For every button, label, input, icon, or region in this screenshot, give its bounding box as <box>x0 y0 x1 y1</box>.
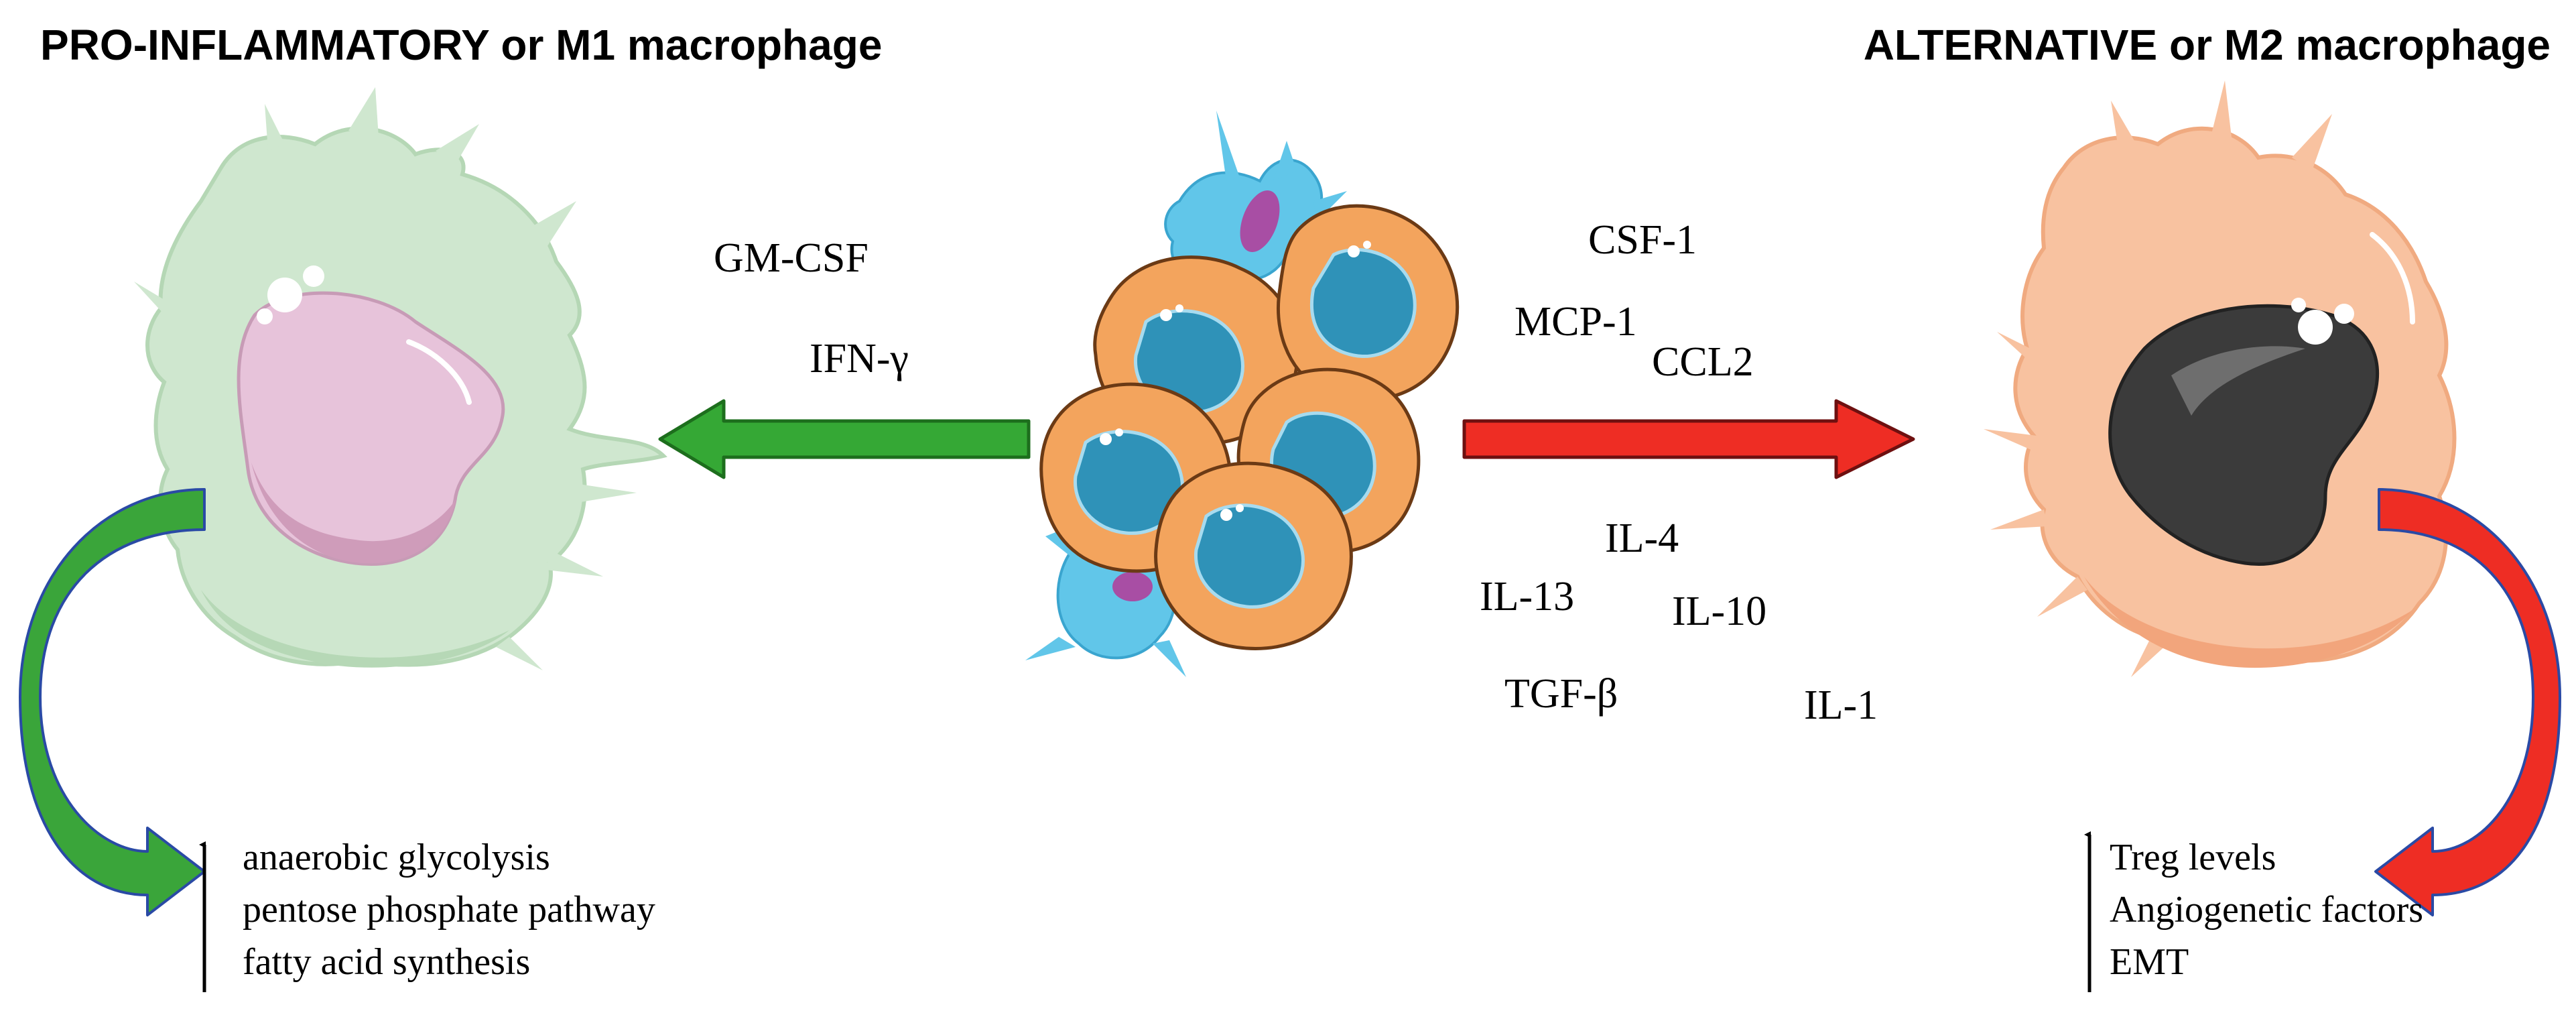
m2-macrophage-icon <box>1984 80 2457 677</box>
curved-red-arrow <box>2374 488 2561 916</box>
cytokine-il-1: IL-1 <box>1804 682 1878 728</box>
cytokine-il-10: IL-10 <box>1672 589 1767 634</box>
red-arrow-to-m2 <box>1462 399 1915 479</box>
m2-effect-item: Angiogenetic factors <box>2110 889 2424 931</box>
m1-effect-item: fatty acid synthesis <box>243 941 531 983</box>
m2-title: ALTERNATIVE or M2 macrophage <box>1863 21 2551 69</box>
m2-effect-item: Treg levels <box>2110 837 2276 878</box>
tumor-cluster-icon <box>1025 111 1460 677</box>
cytokine-ifn-gamma: IFN-γ <box>810 336 909 381</box>
green-arrow-to-m1 <box>658 399 1031 479</box>
m1-effects-list: anaerobic glycolysis pentose phosphate p… <box>243 831 655 988</box>
cytokine-tgf-beta: TGF-β <box>1504 671 1618 717</box>
m1-effect-item: pentose phosphate pathway <box>243 889 655 931</box>
cytokine-il-4: IL-4 <box>1605 516 1679 561</box>
cytokine-mcp-1: MCP-1 <box>1515 299 1637 345</box>
m2-effects-list: Treg levels Angiogenetic factors EMT <box>2110 831 2423 988</box>
cytokine-csf-1: CSF-1 <box>1588 217 1697 263</box>
curved-green-arrow <box>19 488 206 916</box>
m1-effect-item: anaerobic glycolysis <box>243 837 550 878</box>
cytokine-ccl2: CCL2 <box>1652 339 1754 385</box>
m1-title: PRO-INFLAMMATORY or M1 macrophage <box>40 21 883 69</box>
m1-macrophage-icon <box>134 87 667 670</box>
cytokine-il-13: IL-13 <box>1480 574 1575 619</box>
m2-effect-item: EMT <box>2110 941 2189 983</box>
cytokine-gm-csf: GM-CSF <box>714 235 868 281</box>
